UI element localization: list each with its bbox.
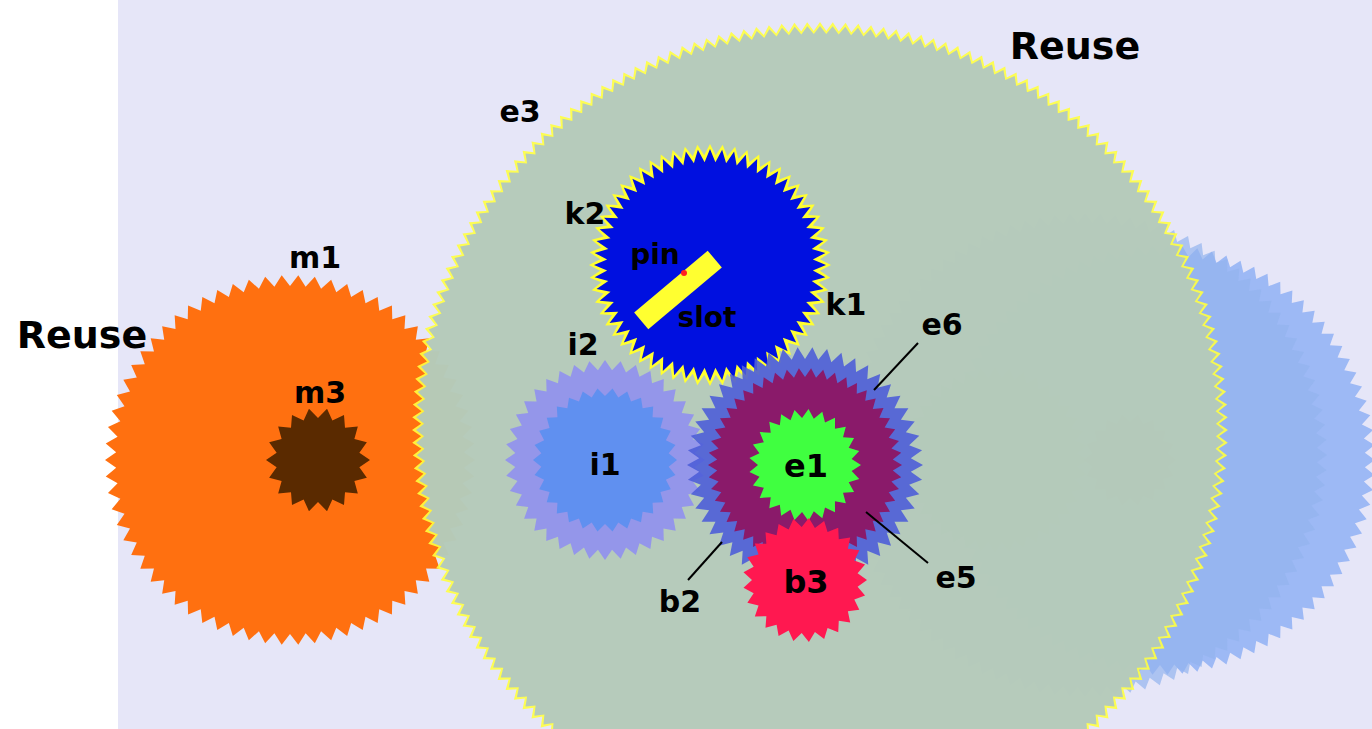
title-note: Reuse — [1010, 27, 1140, 65]
gear-m1 — [105, 275, 475, 645]
gear-i1 — [533, 388, 677, 531]
gear-k2 — [594, 149, 826, 381]
gear-m3 — [266, 409, 370, 511]
gear-e1 — [749, 409, 861, 521]
part-name: slot — [678, 304, 737, 332]
part-name: e1 — [784, 450, 828, 482]
part-name: k1 — [826, 290, 867, 320]
leader-line — [874, 343, 918, 390]
part-name: m1 — [289, 243, 341, 273]
pin-dot — [681, 270, 687, 276]
part-name: m3 — [294, 378, 346, 408]
part-name: b3 — [783, 566, 828, 598]
gear-k2-rim — [589, 144, 831, 386]
gear-e3-rim — [412, 22, 1228, 729]
part-name: k2 — [565, 199, 606, 229]
part-name: i2 — [567, 330, 598, 360]
part-name: i1 — [589, 450, 620, 480]
gear-i2 — [505, 360, 705, 560]
part-name: b2 — [659, 587, 701, 617]
part-name: e6 — [921, 310, 962, 340]
leader-line — [688, 542, 722, 580]
part-name: pin — [630, 241, 680, 269]
gear-b3 — [743, 518, 867, 642]
part-name: e3 — [499, 97, 540, 127]
gears — [105, 22, 1372, 729]
leader-line — [866, 512, 928, 563]
part-name: e5 — [935, 563, 976, 593]
gear-e3 — [416, 26, 1224, 729]
title-note: Reuse — [17, 316, 147, 354]
